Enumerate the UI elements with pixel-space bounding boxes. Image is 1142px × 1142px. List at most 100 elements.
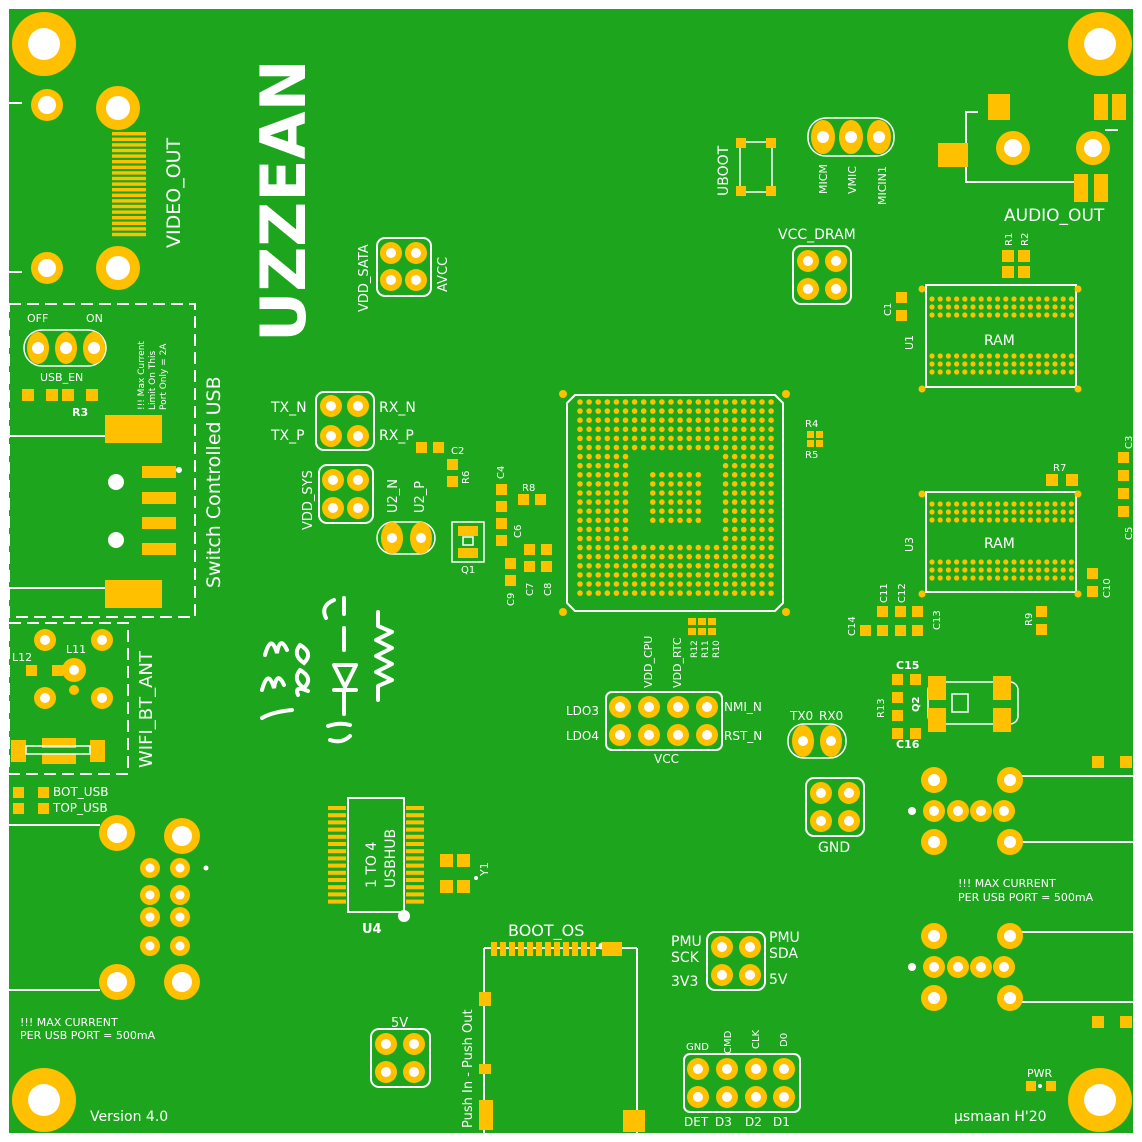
bga-ball bbox=[686, 581, 692, 587]
ram-ball bbox=[1044, 567, 1050, 573]
vdd-sys-header[interactable] bbox=[318, 464, 374, 524]
ram-ball bbox=[986, 509, 993, 515]
bga-ball bbox=[677, 426, 683, 433]
bga-ball bbox=[695, 508, 702, 514]
switch-usb-label: Switch Controlled USB bbox=[203, 376, 225, 588]
bga-ball bbox=[659, 553, 665, 560]
sd-debug-header[interactable] bbox=[683, 1053, 801, 1113]
ram-ball bbox=[995, 567, 1001, 573]
ram-ball bbox=[995, 296, 1001, 302]
ram-ball bbox=[1019, 312, 1025, 318]
bga-ball bbox=[695, 408, 702, 414]
bga-ball bbox=[722, 508, 729, 514]
ram-ball bbox=[1044, 353, 1050, 359]
video-out-connector bbox=[9, 86, 146, 290]
bga-ball bbox=[640, 590, 647, 596]
bga-ball bbox=[613, 417, 620, 424]
bga-ball bbox=[750, 453, 756, 460]
ram-ball bbox=[1060, 575, 1066, 581]
ram-ball bbox=[1027, 575, 1033, 581]
bga-ball bbox=[650, 444, 656, 451]
hand-drawn-symbols bbox=[260, 596, 394, 744]
vcc-dram-header[interactable] bbox=[792, 245, 852, 305]
mounting-hole-bottom-left bbox=[12, 1068, 76, 1132]
ldo-header[interactable] bbox=[605, 691, 723, 751]
ram-ball bbox=[937, 312, 943, 318]
vdd-sata-header[interactable] bbox=[376, 237, 432, 297]
r7-label: R7 bbox=[1053, 463, 1066, 474]
sd-card-slot[interactable] bbox=[479, 942, 645, 1133]
ram-ball bbox=[929, 517, 935, 523]
ic-pin bbox=[406, 834, 424, 839]
hdmi-pin bbox=[112, 148, 146, 153]
avcc-label: AVCC bbox=[436, 257, 451, 292]
bga-ball bbox=[659, 508, 665, 514]
bga-ball bbox=[722, 408, 729, 414]
pwr-led bbox=[1026, 1081, 1036, 1091]
bga-ball bbox=[759, 481, 765, 487]
ram-ball bbox=[1003, 369, 1009, 375]
ram-ball bbox=[1003, 501, 1009, 507]
bga-ball bbox=[650, 553, 656, 560]
u2-n-label: U2_N bbox=[386, 479, 401, 513]
bga-ball bbox=[577, 426, 583, 433]
ram-ball bbox=[1019, 369, 1025, 375]
bga-ball bbox=[659, 563, 665, 569]
hdmi-pin bbox=[112, 143, 146, 147]
hdmi-pin bbox=[112, 199, 146, 203]
bga-ball bbox=[731, 453, 738, 460]
r11-label: R11 bbox=[701, 640, 711, 658]
c2-label: C2 bbox=[451, 446, 464, 457]
bga-ball bbox=[604, 444, 611, 451]
c1-label: C1 bbox=[883, 303, 894, 316]
bga-ball bbox=[686, 563, 692, 569]
bga-ball bbox=[686, 426, 692, 433]
bga-ball bbox=[659, 572, 665, 578]
ram-ball bbox=[1068, 567, 1074, 573]
ram-ball bbox=[1036, 575, 1042, 581]
5v-label: 5V bbox=[391, 1016, 408, 1031]
bga-ball bbox=[713, 544, 720, 551]
uboot-label: UBOOT bbox=[716, 145, 732, 196]
ram-ball bbox=[978, 559, 984, 565]
q1-label: Q1 bbox=[461, 565, 475, 576]
brand-logo: UZZEAN bbox=[247, 60, 320, 342]
tx-rx-header[interactable] bbox=[315, 391, 375, 451]
ram-ball bbox=[1068, 575, 1074, 581]
bga-ball bbox=[640, 408, 647, 414]
bga-ball bbox=[613, 462, 620, 469]
sd-gnd-label: GND bbox=[686, 1042, 709, 1053]
r10-label: R10 bbox=[712, 640, 722, 658]
bga-ball bbox=[677, 435, 683, 442]
ram-ball bbox=[1019, 575, 1025, 581]
mic-header[interactable] bbox=[807, 117, 895, 157]
bga-ball bbox=[731, 426, 738, 433]
usb-enable-switch[interactable] bbox=[23, 329, 107, 367]
ram-ball bbox=[929, 361, 935, 367]
ram-ball bbox=[1036, 353, 1042, 359]
bga-ball bbox=[640, 581, 647, 587]
5v-header[interactable] bbox=[370, 1028, 431, 1088]
bga-ball bbox=[659, 399, 665, 405]
vdd-sys-label: VDD_SYS bbox=[301, 470, 316, 530]
gnd-header[interactable] bbox=[805, 777, 865, 837]
uart-header[interactable] bbox=[787, 723, 847, 759]
bga-ball bbox=[577, 590, 583, 596]
bga-ball bbox=[613, 553, 620, 560]
ram-ball bbox=[970, 501, 976, 507]
bga-ball bbox=[686, 444, 692, 451]
ram-ball bbox=[954, 369, 960, 375]
r12-label: R12 bbox=[690, 640, 700, 658]
bga-ball bbox=[613, 453, 620, 460]
bga-ball bbox=[622, 508, 629, 514]
sd-d2-label: D2 bbox=[745, 1115, 762, 1129]
bga-ball bbox=[668, 517, 674, 524]
bga-ball bbox=[659, 444, 665, 451]
bga-ball bbox=[686, 553, 692, 560]
uboot-button[interactable] bbox=[736, 138, 776, 196]
bga-ball bbox=[686, 508, 692, 514]
ram-ball bbox=[937, 509, 943, 515]
bga-ball bbox=[695, 553, 702, 560]
pmu-header[interactable] bbox=[706, 931, 766, 991]
ram-ball bbox=[945, 296, 952, 302]
